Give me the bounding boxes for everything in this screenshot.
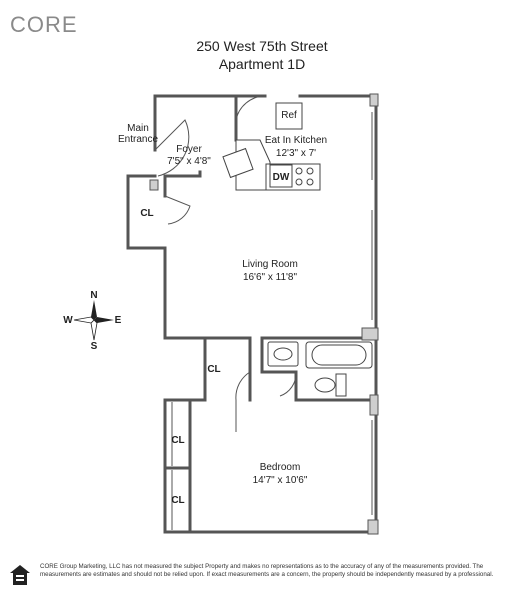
main-entrance-label-2: Entrance bbox=[118, 134, 158, 145]
disclaimer-text: CORE Group Marketing, LLC has not measur… bbox=[40, 563, 494, 578]
sink bbox=[222, 147, 254, 179]
foyer-name: Foyer bbox=[176, 144, 202, 155]
closet-label-foyer: CL bbox=[140, 208, 153, 219]
bedroom-size: 14'7" x 10'6" bbox=[253, 475, 308, 486]
equal-housing-opportunity-icon bbox=[10, 565, 30, 585]
closet-label-bedroom-1: CL bbox=[171, 435, 184, 446]
core-logo: CORE bbox=[10, 12, 78, 37]
toilet-tank bbox=[335, 373, 347, 397]
kitchen-name: Eat In Kitchen bbox=[265, 135, 327, 146]
refrigerator bbox=[275, 102, 303, 130]
living-size: 16'6" x 11'8" bbox=[243, 272, 298, 283]
ref-label: Ref bbox=[281, 110, 297, 121]
stove-burners bbox=[295, 167, 314, 186]
compass-rose-icon: N S E W bbox=[63, 290, 121, 352]
closet-label-bedroom-2: CL bbox=[171, 495, 184, 506]
compass-s: S bbox=[91, 341, 98, 352]
address-title: 250 West 75th Street bbox=[196, 38, 328, 54]
bath-fixtures bbox=[267, 341, 373, 397]
walls bbox=[126, 94, 378, 534]
dishwasher bbox=[269, 164, 293, 188]
doors bbox=[154, 95, 297, 432]
main-entrance-label-1: Main bbox=[127, 123, 149, 134]
kitchen-fixtures bbox=[222, 102, 321, 191]
bedroom-name: Bedroom bbox=[260, 462, 301, 473]
compass-w: W bbox=[63, 315, 73, 326]
closet-label-hall: CL bbox=[207, 364, 220, 375]
sink-bowl bbox=[273, 347, 293, 361]
foyer-size: 7'5" x 4'8" bbox=[167, 156, 211, 167]
apartment-subtitle: Apartment 1D bbox=[218, 56, 306, 72]
living-name: Living Room bbox=[242, 259, 298, 270]
kitchen-size: 12'3" x 7' bbox=[276, 148, 316, 159]
compass-e: E bbox=[115, 315, 122, 326]
compass-n: N bbox=[90, 290, 97, 301]
wall-blocks bbox=[149, 93, 379, 535]
toilet-bowl bbox=[314, 377, 336, 393]
dw-label: DW bbox=[273, 172, 290, 183]
